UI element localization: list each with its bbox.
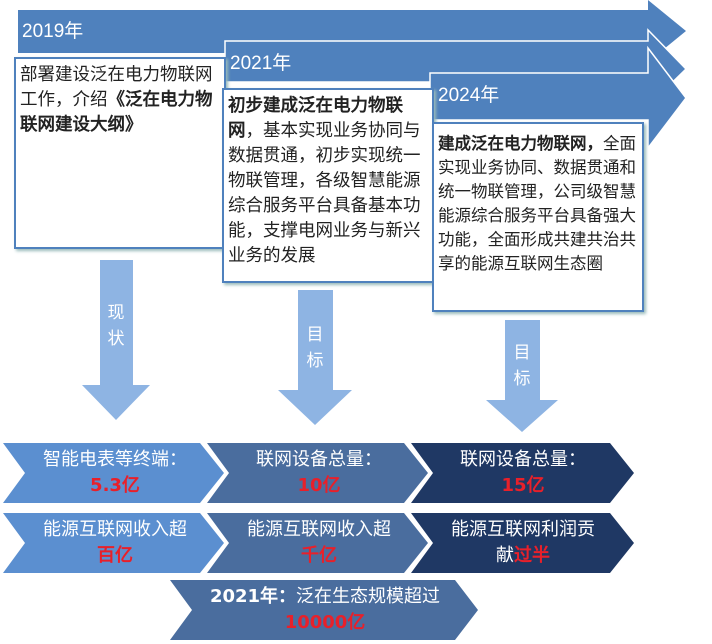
arrow-label-status: 现状 [107,303,125,349]
arrow-label-target-2021: 目标 [306,325,324,371]
metric-text: 能源互联网收入超 [43,519,187,540]
chevron-r2c3 [411,513,634,573]
milestone-2021-text: ，基本实现业务协同与数据贯通，初步实现统一物联管理，各级智慧能源综合服务平台具备… [228,121,421,266]
metric-text: 能源互联网收入超 [247,519,391,540]
chevron-r2c1 [3,513,224,573]
milestone-2019-text: 部署建设泛在电力物联网工作，介绍 [20,65,213,110]
milestone-2024-bold: 建成泛在电力物联网， [438,134,603,153]
year-2024-label: 2024年 [438,85,500,106]
milestone-2021-bold: 初步建成泛在电力物联网 [228,96,403,141]
year-2021-label: 2021年 [230,53,292,74]
down-arrow-2021 [278,290,352,425]
milestone-2019-bold: 《泛在电力物联网建设大纲》 [20,90,213,135]
chevron-r1c3 [411,443,634,503]
metric-r2c1: 能源互联网收入超百亿 [40,517,190,569]
metric-value: 过半 [514,545,550,566]
down-arrow-2024 [486,320,558,432]
milestone-2019-box: 部署建设泛在电力物联网工作，介绍《泛在电力物联网建设大纲》 [14,57,226,249]
milestone-2024-text: 全面实现业务协同、数据贯通和统一物联管理，公司级智慧能源综合服务平台具备强大功能… [438,134,636,273]
year-2019-label: 2019年 [22,21,84,42]
banner-2024-arrow [429,45,687,151]
chevron-r1c1 [3,443,224,503]
chevron-r1c2 [207,443,428,503]
metric-text: 能源互联网利润贡献 [451,519,595,566]
metric-r2c3: 能源互联网利润贡献过半 [448,517,598,569]
metric-value: 10亿 [297,475,341,496]
summary-value: 10000亿 [284,612,366,633]
metric-r2c2: 能源互联网收入超千亿 [244,517,394,569]
metric-value: 15亿 [501,475,545,496]
metric-r1c3: 联网设备总量： 15亿 [448,447,598,499]
metric-value: 百亿 [97,545,133,566]
metric-r1c2: 联网设备总量： 10亿 [244,447,394,499]
metric-value: 千亿 [301,545,337,566]
metric-value: 5.3亿 [90,475,140,496]
arrow-label-target-2024: 目标 [513,343,531,389]
metric-r1c1: 智能电表等终端： 5.3亿 [40,447,190,499]
chevron-r2c2 [207,513,428,573]
metric-text: 联网设备总量： [460,449,586,470]
down-arrow-2019 [82,260,150,420]
chevron-summary [170,580,478,640]
milestone-2021-box: 初步建成泛在电力物联网，基本实现业务协同与数据贯通，初步实现统一物联管理，各级智… [222,88,434,283]
metric-text: 智能电表等终端： [43,449,187,470]
milestone-2024-box: 建成泛在电力物联网，全面实现业务协同、数据贯通和统一物联管理，公司级智慧能源综合… [432,122,644,312]
metric-text: 联网设备总量： [256,449,382,470]
summary-year: 2021年： [209,586,297,607]
summary-text: 泛在生态规模超过 [296,586,441,607]
summary-metric: 2021年：泛在生态规模超过 10000亿 [205,584,445,636]
